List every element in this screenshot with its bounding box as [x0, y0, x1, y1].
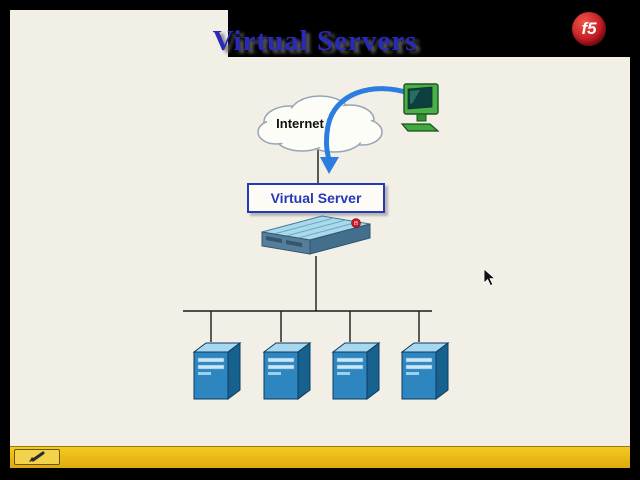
f5-logo: f5: [572, 12, 606, 46]
server-tower: [398, 338, 450, 402]
client-computer-icon: [396, 80, 448, 134]
presenter-toolbar: [10, 446, 630, 468]
internet-cloud: Internet: [250, 90, 390, 160]
server-tower: [190, 338, 242, 402]
pen-icon: [29, 451, 45, 462]
server-tower: [329, 338, 381, 402]
internet-label: Internet: [276, 116, 324, 131]
pen-tool-button[interactable]: [14, 449, 60, 465]
slide-title: Virtual Servers: [212, 25, 418, 57]
top-overlay: [228, 0, 640, 57]
device-logo-text: f5: [354, 221, 358, 227]
server-tower: [260, 338, 312, 402]
virtual-server-box: Virtual Server: [247, 183, 385, 213]
virtual-server-label: Virtual Server: [270, 190, 362, 206]
bigip-device: f5: [256, 210, 374, 260]
f5-logo-text: f5: [581, 19, 597, 38]
